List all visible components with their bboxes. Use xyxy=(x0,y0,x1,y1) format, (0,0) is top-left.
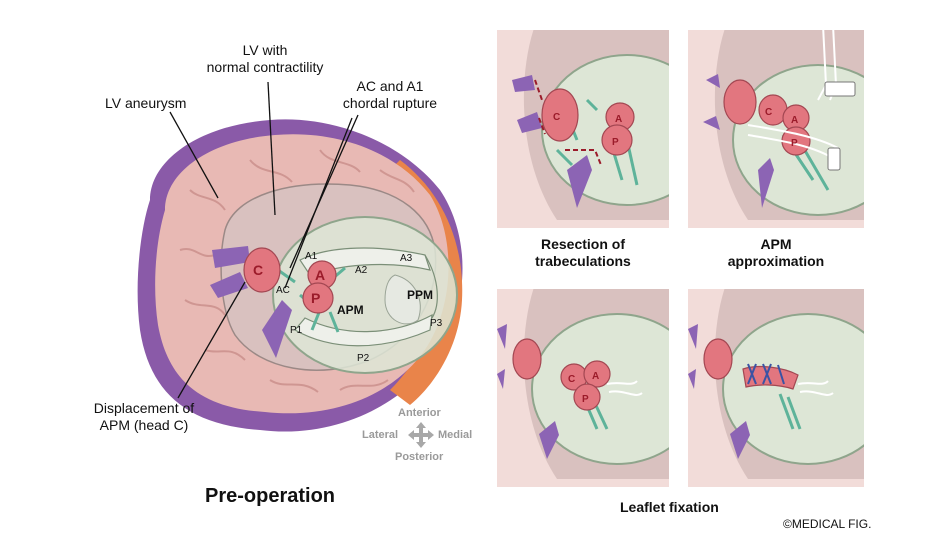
trabeculation-band xyxy=(262,300,292,358)
callout-lv-normal: LV with normal contractility xyxy=(206,42,324,75)
copyright-text: ©MEDICAL FIG. xyxy=(783,517,872,531)
approximation-head-a: A xyxy=(791,115,798,126)
resection-head-a: A xyxy=(615,114,622,125)
segment-a2: A2 xyxy=(355,265,368,276)
trabeculation-band xyxy=(212,246,250,268)
lateral-wall xyxy=(390,160,463,405)
head-p-label: P xyxy=(311,290,321,306)
panel-fixation-after xyxy=(688,289,864,487)
resection-head-p: P xyxy=(612,137,619,148)
fixation-before-head-p: P xyxy=(582,394,589,405)
callout-lv-aneurysm: LV aneurysm xyxy=(105,95,187,111)
orientation-anterior: Anterior xyxy=(398,407,441,419)
caption-leaflet-fixation: Leaflet fixation xyxy=(620,499,719,515)
pre-operation-title: Pre-operation xyxy=(205,485,336,507)
panel-approximation: C A P xyxy=(688,30,864,228)
pre-operation-diagram: C A P A1 A2 A3 AC P1 P2 P3 APM PPM LV wi… xyxy=(93,42,480,507)
ppm-label: PPM xyxy=(407,288,434,302)
approximation-head-c: C xyxy=(765,107,772,118)
resection-head-c: C xyxy=(553,112,560,123)
caption-resection: Resection of trabeculations xyxy=(535,236,631,269)
caption-approximation: APM approximation xyxy=(727,236,825,269)
segment-p1: P1 xyxy=(290,325,303,336)
segment-p2: P2 xyxy=(357,353,370,364)
head-p xyxy=(302,282,334,314)
callout-displacement: Displacement of APM (head C) xyxy=(93,400,195,433)
panel-fixation-before: C A P xyxy=(497,289,669,487)
head-c xyxy=(243,247,281,293)
orientation-lateral: Lateral xyxy=(362,429,399,441)
compass-arrows-icon xyxy=(408,422,434,448)
fixation-before-head-c: C xyxy=(568,374,575,385)
approximation-head-p: P xyxy=(791,138,798,149)
head-c-label: C xyxy=(253,262,264,278)
segment-ac: AC xyxy=(276,285,290,296)
panel-resection: C A P xyxy=(497,30,669,228)
apm-label: APM xyxy=(337,303,364,317)
trabeculation-band xyxy=(210,272,248,298)
callout-ac-rupture: AC and A1 chordal rupture xyxy=(342,78,438,111)
ppm-zone xyxy=(384,274,421,325)
segment-a3: A3 xyxy=(400,253,413,264)
fixation-before-head-a: A xyxy=(592,371,599,382)
orientation-compass: Anterior Lateral Medial Posterior xyxy=(360,405,480,465)
segment-a1: A1 xyxy=(305,251,318,262)
head-a-label: A xyxy=(315,267,326,283)
orientation-posterior: Posterior xyxy=(395,451,444,463)
segment-p3: P3 xyxy=(430,318,443,329)
heart-cross-section xyxy=(137,81,463,432)
orientation-medial: Medial xyxy=(438,429,473,441)
